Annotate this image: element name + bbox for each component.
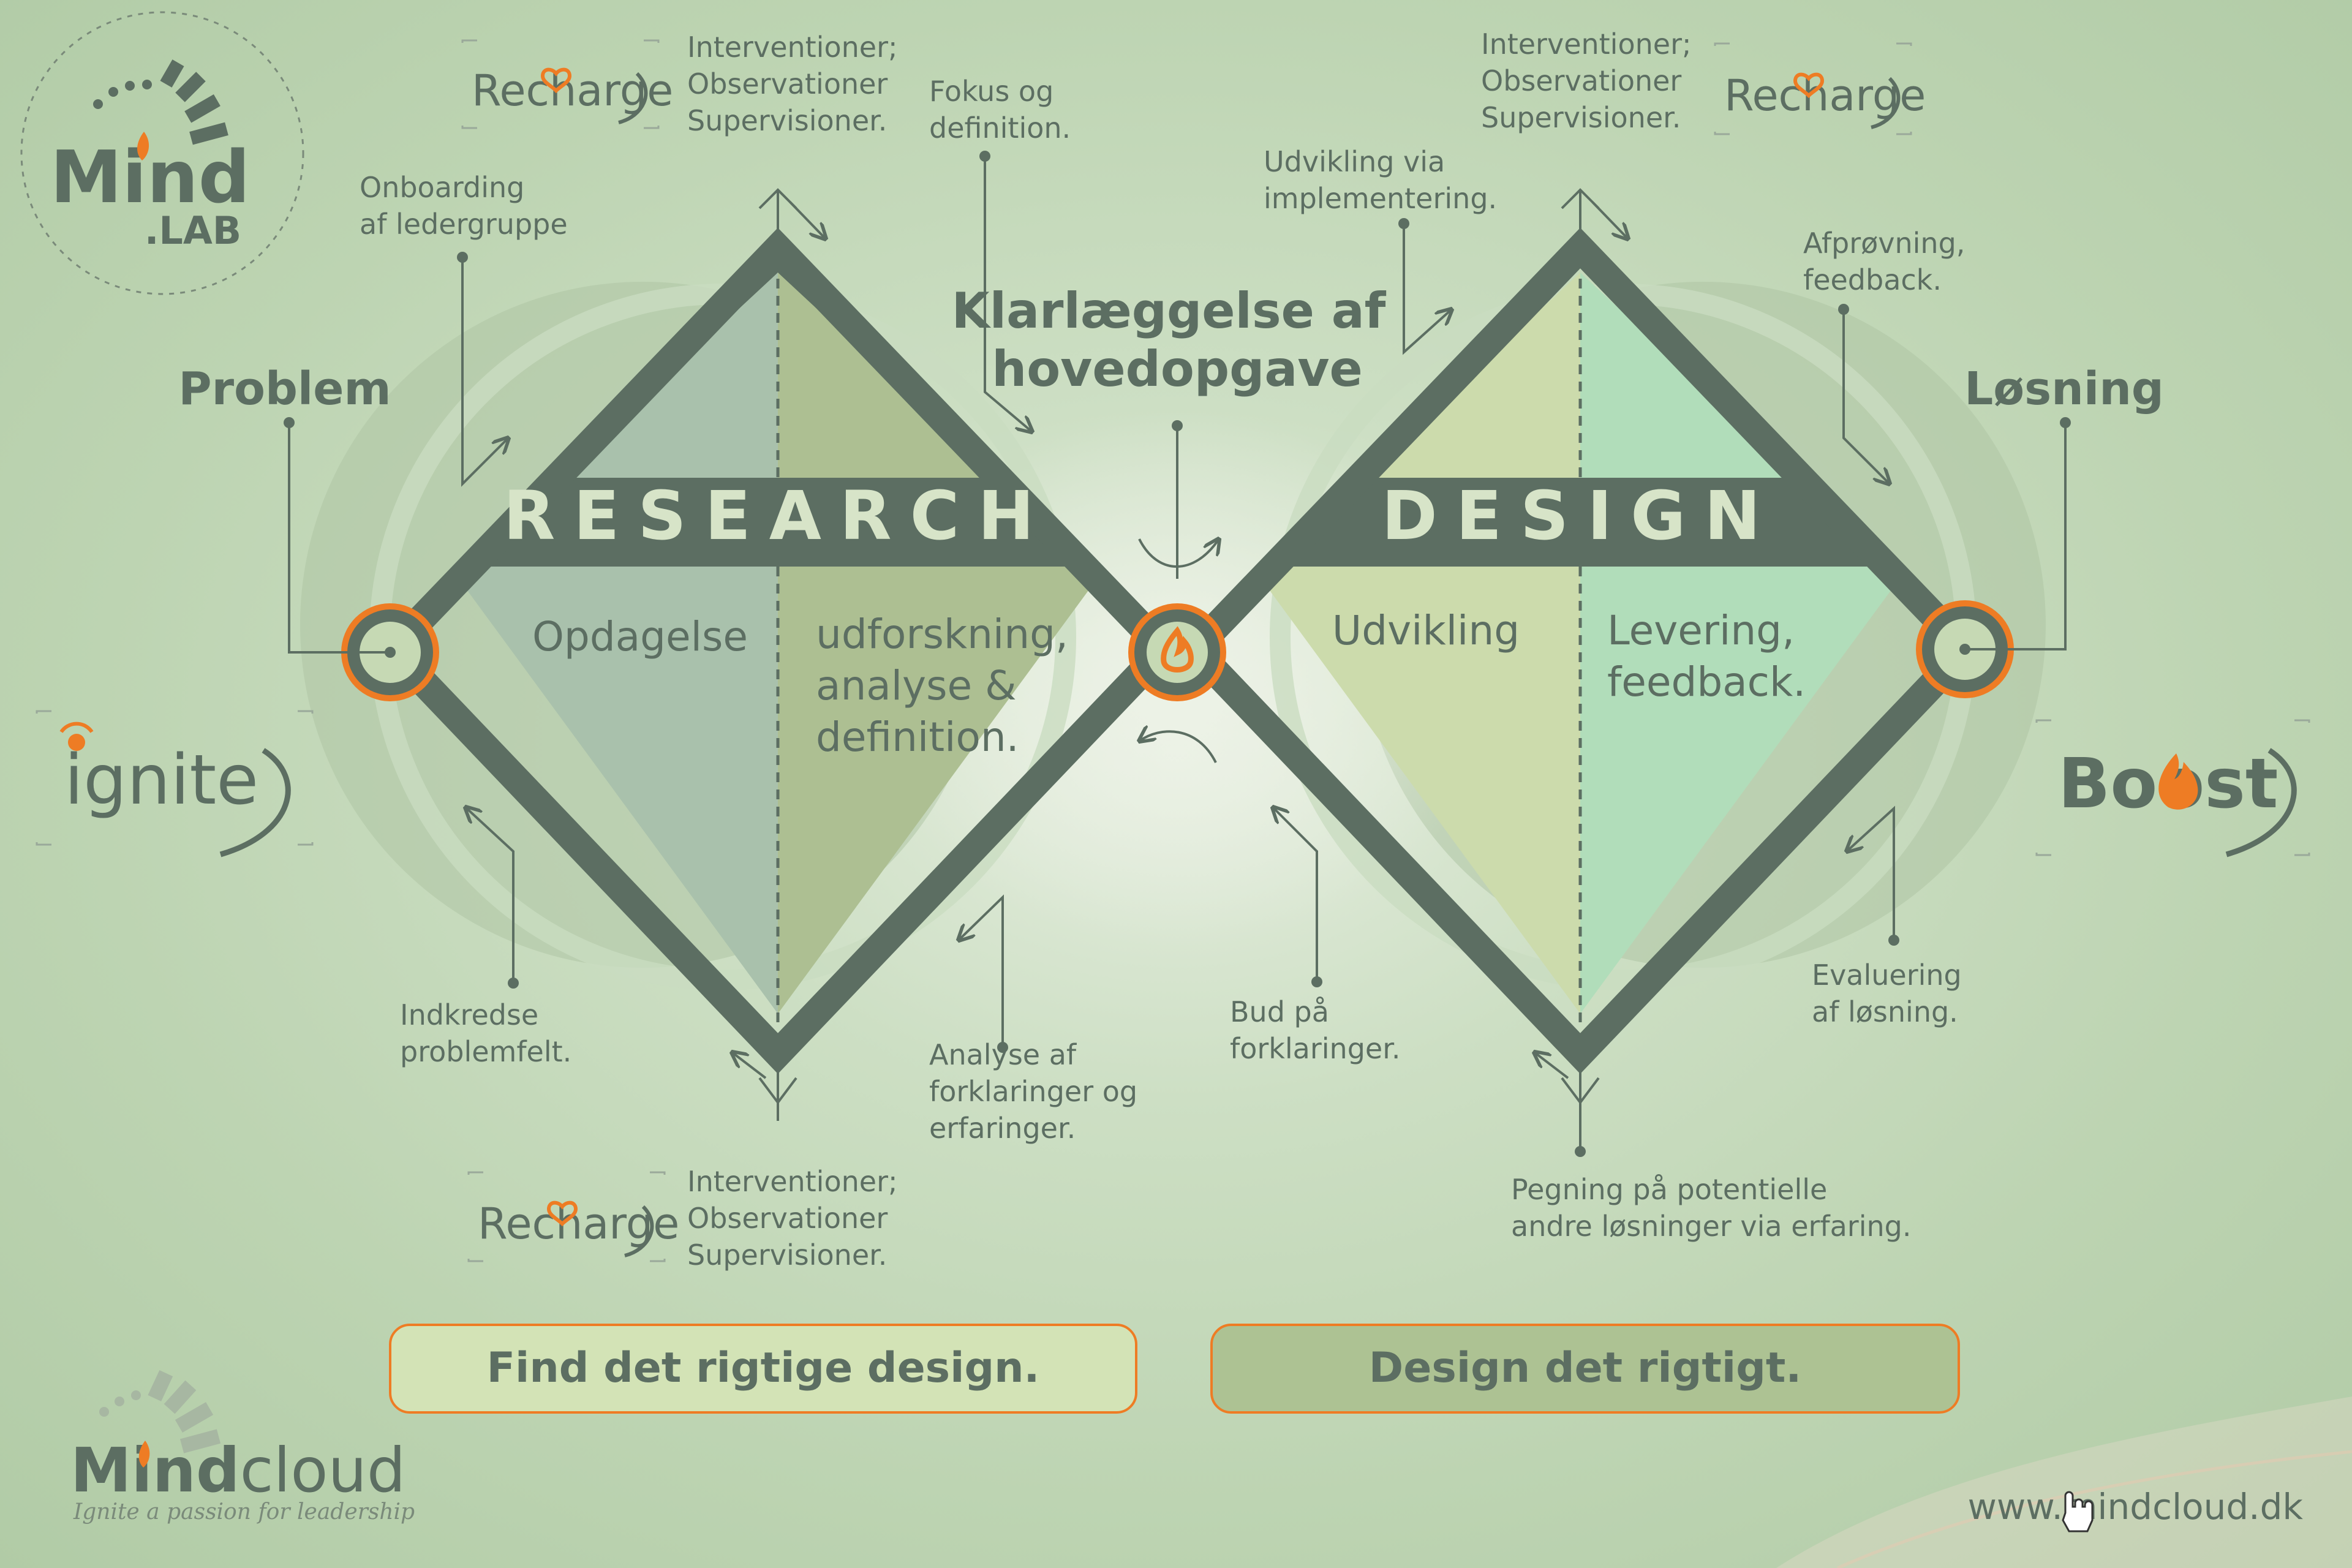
annotation-offers: Bud på forklaringer.: [1230, 995, 1401, 1065]
recharge-logo-top-left: Recharge: [461, 39, 673, 129]
center-label: Klarlæggelse af hovedopgave: [952, 282, 1403, 398]
annotation-interventions-bottom: Interventioner; Observationer Supervisio…: [687, 1165, 907, 1272]
connectors: [284, 151, 2071, 1157]
spark-icon: [68, 734, 85, 751]
annotation-focus: Fokus og definition.: [929, 75, 1071, 145]
annotation-interventions-top-right: Interventioner; Observationer Supervisio…: [1481, 28, 1700, 134]
flame-icon: [138, 1441, 150, 1468]
svg-text:Recharge: Recharge: [478, 1199, 679, 1249]
mindcloud-wordmark: Mindcloud: [70, 1434, 405, 1506]
design-right-text: Levering, feedback.: [1607, 607, 1807, 706]
research-left-text: Opdagelse: [532, 613, 748, 660]
flame-icon: [2158, 753, 2198, 810]
svg-text:Find det rigtige design.: Find det rigtige design.: [487, 1344, 1040, 1392]
annotation-testing: Afprøvning, feedback.: [1803, 227, 1974, 296]
heart-icon: [540, 67, 572, 94]
heart-icon: [546, 1200, 578, 1227]
annotation-alternatives: Pegning på potentielle andre løsninger v…: [1511, 1173, 1911, 1243]
svg-text:ignite: ignite: [64, 741, 258, 820]
svg-text:Recharge: Recharge: [472, 66, 673, 116]
annotation-interventions-top-left: Interventioner; Observationer Supervisio…: [687, 31, 907, 137]
svg-text:Recharge: Recharge: [1724, 70, 1926, 121]
boost-logo: Boost: [2035, 719, 2310, 858]
mindcloud-logo: Mindcloud Ignite a passion for leadershi…: [70, 1370, 415, 1525]
mindlab-logo: Mind .LAB: [20, 11, 304, 295]
mindlab-mind-text: Mind: [50, 135, 250, 219]
website-link[interactable]: www.mindcloud.dk: [1967, 1486, 2303, 1528]
problem-label: Problem: [178, 363, 391, 415]
annotation-evaluation: Evaluering af løsning.: [1812, 959, 1970, 1028]
recharge-logo-bottom: Recharge: [467, 1171, 679, 1262]
solution-label: Løsning: [1964, 363, 2164, 415]
svg-text:Design det rigtigt.: Design det rigtigt.: [1369, 1344, 1801, 1392]
annotation-onboarding: Onboarding af ledergruppe: [360, 171, 568, 241]
design-title: DESIGN: [1382, 477, 1779, 555]
research-title: RESEARCH: [503, 477, 1053, 555]
recharge-logo-top-right: Recharge: [1714, 42, 1926, 135]
center-node: [1128, 603, 1226, 701]
cursor-hand-icon: [2062, 1491, 2094, 1532]
design-right-button[interactable]: Design det rigtigt.: [1210, 1324, 1960, 1414]
heart-icon: [1793, 72, 1825, 99]
annotation-development: Udvikling via implementering.: [1264, 145, 1497, 215]
annotation-analysis: Analyse af forklaringer og erfaringer.: [929, 1038, 1147, 1145]
ignite-logo: ignite: [36, 710, 314, 858]
design-diamond: [1175, 227, 1986, 1074]
flame-icon: [137, 132, 149, 160]
mindlab-lab-text: .LAB: [145, 208, 241, 253]
annotation-delimit: Indkredse problemfelt.: [400, 998, 571, 1068]
find-design-button[interactable]: Find det rigtige design.: [389, 1324, 1137, 1414]
mindcloud-tagline: Ignite a passion for leadership: [73, 1499, 415, 1525]
design-left-text: Udvikling: [1332, 607, 1520, 654]
research-right-text: udforskning, analyse & definition.: [816, 611, 1081, 761]
flame-icon: [1161, 626, 1194, 673]
